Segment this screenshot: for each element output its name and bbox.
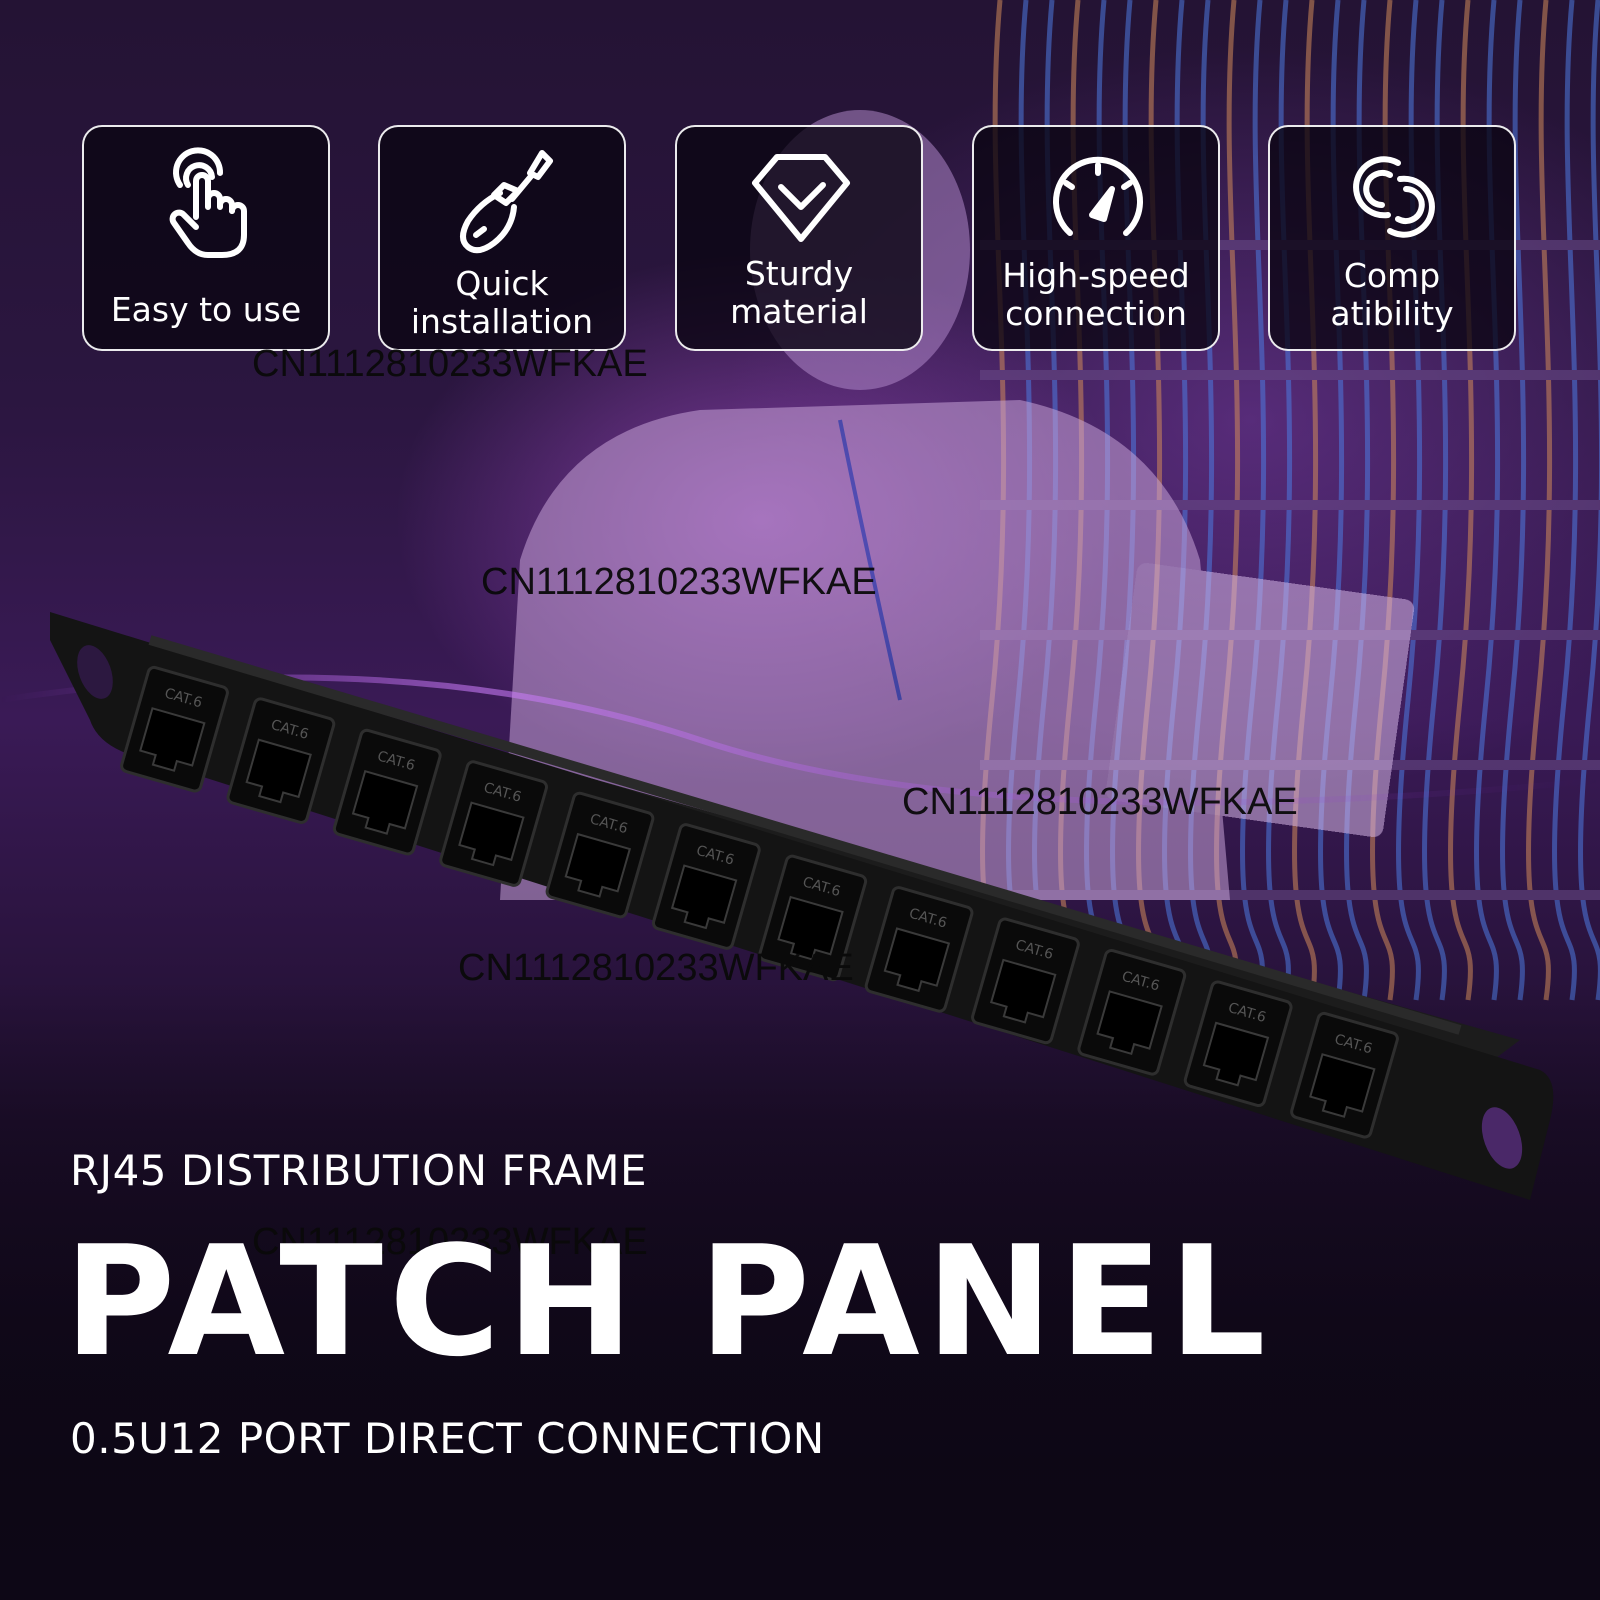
feature-card-easy-to-use: Easy to use	[82, 125, 330, 351]
feature-card-quick-installation: Quick installation	[378, 125, 626, 351]
feature-card-compatibility: Comp atibility	[1268, 125, 1516, 351]
feature-label: Easy to use	[110, 290, 302, 329]
watermark-text: CN1112810233WFKAE	[902, 781, 1298, 823]
rj45-port: CAT.6	[971, 917, 1080, 1045]
rack-rail	[980, 890, 1600, 900]
rj45-port: CAT.6	[332, 728, 442, 856]
linked-rings-icon	[1353, 156, 1435, 238]
rack-rail	[980, 370, 1600, 380]
cable-strand	[1526, 0, 1553, 1001]
rj45-port: CAT.6	[120, 665, 229, 793]
rj45-port: CAT.6	[651, 823, 761, 950]
feature-label: Sturdy material	[730, 254, 868, 331]
product-subtitle-bottom: 0.5U12 PORT DIRECT CONNECTION	[70, 1414, 825, 1463]
mounting-hole-right	[1481, 1107, 1523, 1169]
product-subtitle-top: RJ45 DISTRIBUTION FRAME	[70, 1146, 648, 1195]
rj45-port: CAT.6	[758, 854, 868, 982]
rj45-port: CAT.6	[1077, 949, 1187, 1076]
speedometer-icon	[1053, 156, 1143, 236]
mounting-hole-left	[77, 645, 113, 699]
diamond-check-icon	[752, 154, 850, 242]
feature-label: Quick installation	[410, 264, 594, 341]
feature-label: High-speed connection	[1002, 256, 1190, 333]
rack-rail	[980, 500, 1600, 510]
rj45-port: CAT.6	[545, 791, 655, 919]
rj45-port: CAT.6	[226, 697, 336, 824]
cable-strand	[1578, 0, 1600, 1001]
feature-card-sturdy-material: Sturdy material	[675, 125, 923, 351]
product-title: PATCH PANEL	[64, 1213, 1272, 1390]
feature-label: Comp atibility	[1330, 256, 1454, 333]
rj45-port: CAT.6	[864, 886, 974, 1013]
rj45-port: CAT.6	[439, 760, 548, 887]
port-group: CAT.6CAT.6CAT.6CAT.6CAT.6CAT.6CAT.6CAT.6…	[120, 665, 1399, 1139]
watermark-text: CN1112810233WFKAE	[252, 1221, 648, 1263]
rj45-port: CAT.6	[1183, 980, 1293, 1108]
rj45-port: CAT.6	[1290, 1011, 1399, 1139]
patch-panel-product: CAT.6CAT.6CAT.6CAT.6CAT.6CAT.6CAT.6CAT.6…	[50, 612, 1554, 1200]
cable-strand	[1552, 0, 1579, 1001]
hand-tap-icon	[169, 147, 247, 258]
watermark-text: CN1112810233WFKAE	[252, 343, 648, 385]
watermark-text: CN1112810233WFKAE	[458, 947, 854, 989]
watermark-text: CN1112810233WFKAE	[481, 561, 877, 603]
feature-card-high-speed-connection: High-speed connection	[972, 125, 1220, 351]
screwdriver-icon	[460, 150, 553, 254]
